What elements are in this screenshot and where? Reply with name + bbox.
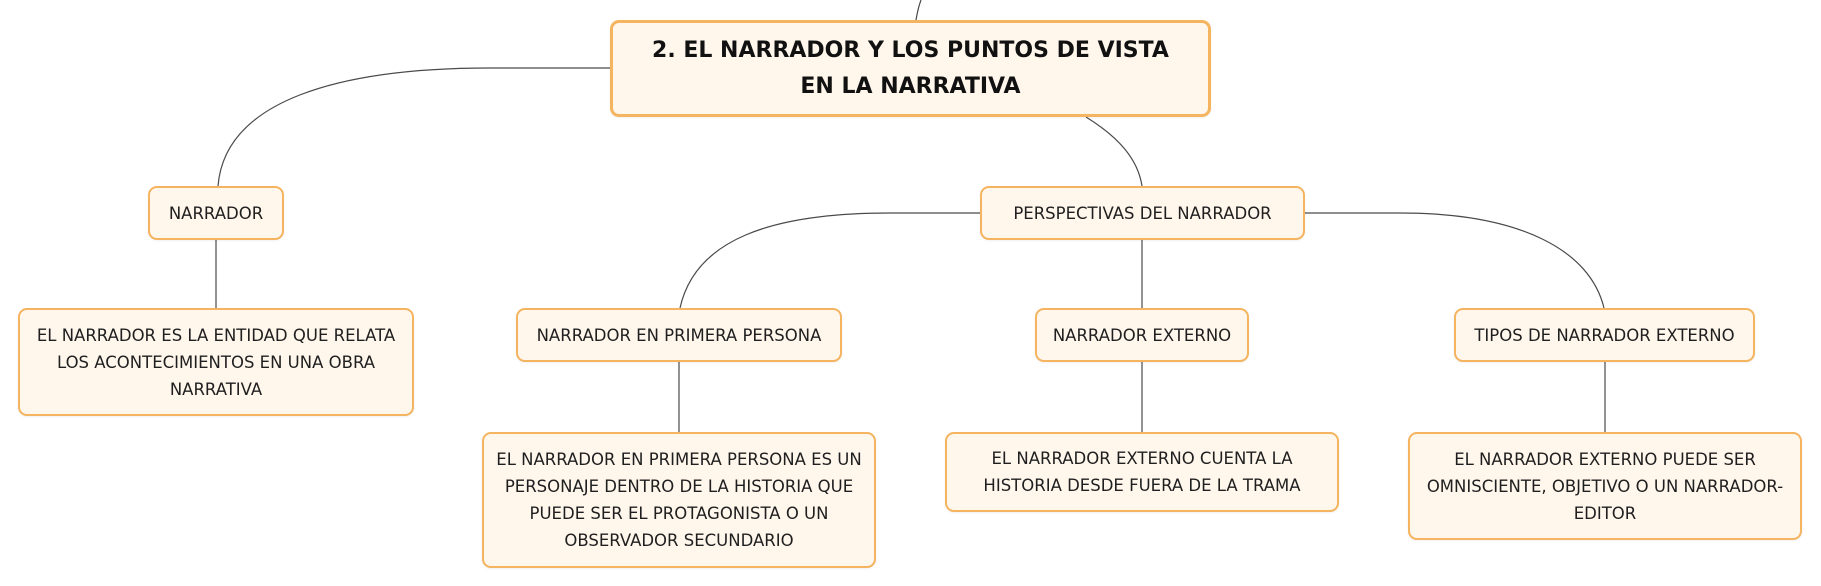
narrador-definition-node[interactable]: EL NARRADOR ES LA ENTIDAD QUE RELATA LOS… [18,308,414,416]
connector-perspectivas-to-primera-persona [679,212,980,309]
connector-root-to-perspectivas [1085,116,1143,187]
perspectivas-node[interactable]: PERSPECTIVAS DEL NARRADOR [980,186,1305,240]
narrador-node[interactable]: NARRADOR [148,186,284,240]
primera-persona-definition-node[interactable]: EL NARRADOR EN PRIMERA PERSONA ES UN PER… [482,432,876,568]
externo-definition-node[interactable]: EL NARRADOR EXTERNO CUENTA LA HISTORIA D… [945,432,1339,512]
tipos-externo-definition-node[interactable]: EL NARRADOR EXTERNO PUEDE SER OMNISCIENT… [1408,432,1802,540]
primera-persona-node[interactable]: NARRADOR EN PRIMERA PERSONA [516,308,842,362]
connector-perspectivas-to-tipos-externo [1305,212,1605,309]
connector-root-to-narrador [217,67,610,187]
externo-node[interactable]: NARRADOR EXTERNO [1035,308,1249,362]
tipos-externo-node[interactable]: TIPOS DE NARRADOR EXTERNO [1454,308,1755,362]
connector-parent-to-root [915,0,922,21]
root-topic-node[interactable]: 2. EL NARRADOR Y LOS PUNTOS DE VISTA EN … [610,20,1211,117]
